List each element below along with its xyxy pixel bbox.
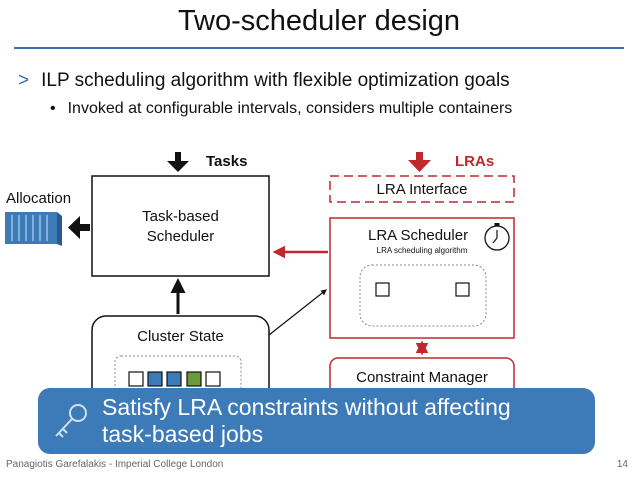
lra-algorithm-label: LRA scheduling algorithm [376, 246, 468, 255]
bullet-level-2: • Invoked at configurable intervals, cons… [50, 100, 512, 118]
lra-container-slot [455, 282, 470, 297]
constraint-manager-label: Constraint Manager [356, 369, 488, 386]
tasks-input-arrow [167, 152, 189, 172]
lra-interface-label: LRA Interface [376, 181, 468, 198]
shipping-container-icon [5, 212, 62, 246]
title-divider [14, 47, 624, 49]
cluster-slot [128, 371, 144, 387]
lras-input-arrow [408, 152, 431, 172]
task-based-scheduler-box [91, 175, 270, 277]
bullet-2-text: Invoked at configurable intervals, consi… [67, 100, 513, 117]
cluster-state-label: Cluster State [137, 328, 224, 345]
key-icon [55, 404, 87, 438]
cluster-to-lra-scheduler-arrow [268, 289, 327, 336]
allocation-label: Allocation [6, 190, 71, 207]
bullet-level-1: > ILP scheduling algorithm with flexible … [18, 70, 510, 92]
bullet-dot-icon: • [50, 100, 56, 117]
cluster-slot [205, 371, 221, 387]
callout-text: Satisfy LRA constraints without affectin… [102, 394, 511, 448]
task-scheduler-line-2: Scheduler [146, 228, 215, 245]
slide-title: Two-scheduler design [177, 5, 461, 37]
page-number: 14 [616, 459, 628, 470]
cluster-slot [147, 371, 163, 387]
lra-interface-box [329, 175, 515, 203]
lras-label: LRAs [455, 153, 494, 170]
bullet-chevron-icon: > [18, 70, 30, 91]
cluster-slot [166, 371, 182, 387]
lra-scheduler-label: LRA Scheduler [368, 227, 469, 244]
callout-line-1: Satisfy LRA constraints without affectin… [102, 394, 511, 420]
tasks-label: Tasks [206, 153, 247, 170]
bullet-1-text: ILP scheduling algorithm with flexible o… [41, 70, 510, 91]
task-scheduler-label: Task-based Scheduler [92, 207, 269, 247]
slide-footer: Panagiotis Garefalakis - Imperial Colleg… [6, 459, 224, 470]
allocation-output-arrow [68, 216, 90, 239]
callout-banner [38, 388, 595, 454]
task-scheduler-line-1: Task-based [142, 208, 219, 225]
cluster-slot [186, 371, 202, 387]
callout-line-2: task-based jobs [102, 421, 264, 447]
lra-container-slot [375, 282, 390, 297]
lra-algorithm-box [359, 264, 487, 327]
stopwatch-icon [484, 223, 510, 251]
